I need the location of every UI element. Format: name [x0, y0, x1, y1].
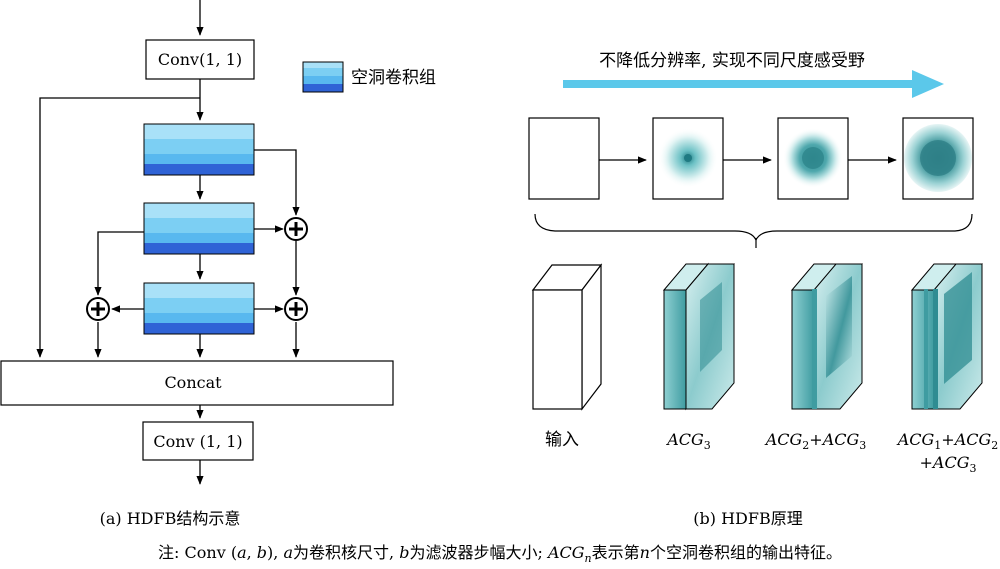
banner-arrow — [563, 70, 944, 98]
slab-acg1-acg2-acg3 — [910, 263, 984, 410]
slab-input — [531, 263, 603, 411]
legend-label: 空洞卷积组 — [351, 68, 436, 88]
right-panel: 不降低分辨率, 实现不同尺度感受野 — [528, 51, 999, 528]
slab-acg3 — [662, 262, 736, 411]
frame-acg3 — [902, 117, 974, 200]
block2-to-plus-left-arrow — [94, 231, 144, 296]
dilated-block-3 — [143, 282, 255, 335]
left-panel: Conv(1, 1) 空洞卷积组 — [0, 0, 436, 528]
plus-circle-right-bottom — [284, 297, 308, 321]
conv-bottom-label: Conv (1, 1) — [153, 432, 242, 451]
conv-top-label: Conv(1, 1) — [158, 50, 242, 69]
label-acg1-acg2: ACG1+ACG2 — [896, 430, 999, 452]
skip-arrow — [36, 97, 200, 358]
dilated-block-2 — [143, 202, 255, 255]
plus-circle-right-top — [284, 217, 308, 241]
label-input: 输入 — [545, 430, 579, 450]
banner-text: 不降低分辨率, 实现不同尺度感受野 — [599, 51, 865, 71]
block1-to-plus-right-arrow — [254, 149, 300, 216]
frame-input — [528, 117, 600, 200]
dilated-block-1 — [143, 123, 255, 176]
frame-acg2 — [777, 117, 849, 200]
frame-acg1 — [652, 117, 724, 200]
conv-bottom-box — [142, 421, 254, 461]
concat-label: Concat — [164, 373, 222, 392]
label-acg3: ACG3 — [665, 430, 711, 452]
concat-box — [0, 360, 394, 406]
legend: 空洞卷积组 — [302, 61, 436, 93]
label-acg3-second-line: +ACG3 — [920, 453, 977, 475]
left-caption: (a) HDFB结构示意 — [100, 509, 241, 528]
right-caption: (b) HDFB原理 — [693, 509, 802, 528]
label-acg2-acg3: ACG2+ACG3 — [764, 430, 867, 452]
brace — [534, 213, 973, 242]
footnote: 注: Conv (a, b), a为卷积核尺寸, b为滤波器步幅大小; ACGn… — [158, 543, 842, 565]
plus-circle-left — [86, 297, 110, 321]
slab-acg2-acg3 — [790, 263, 864, 410]
